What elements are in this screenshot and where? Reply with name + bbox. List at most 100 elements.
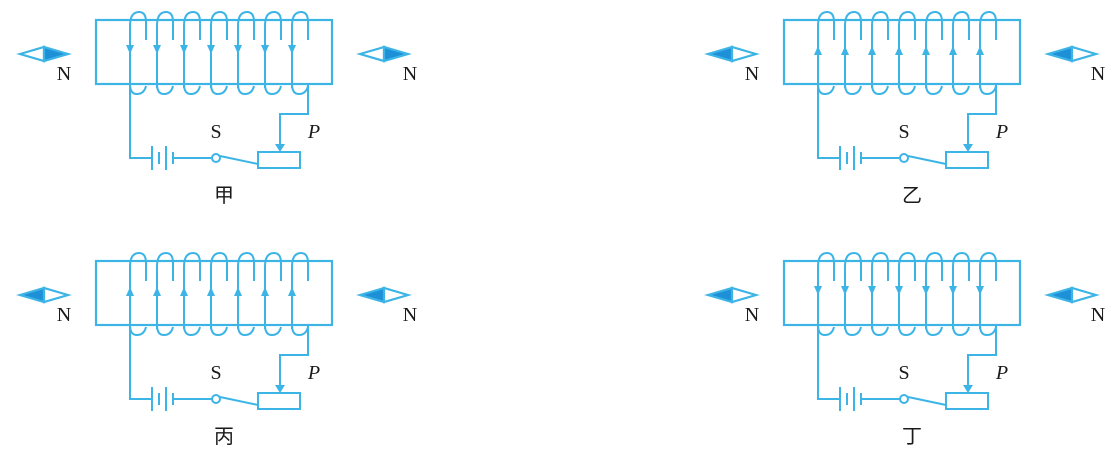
- compass-left-label: N: [57, 304, 71, 326]
- coil-turn: [237, 10, 255, 88]
- needle-left-half: [1044, 45, 1074, 63]
- coil-turn-bottom: [264, 324, 282, 337]
- current-arrow-icon: [895, 46, 903, 55]
- compass-left-label: N: [745, 304, 759, 326]
- compass-right-icon: [1044, 45, 1100, 63]
- coil-turn-bottom: [952, 324, 970, 337]
- coil-turn-bottom: [871, 324, 889, 337]
- coil-turn-bottom: [210, 83, 228, 96]
- coil-turn-bottom: [979, 83, 997, 96]
- coil-turn: [210, 10, 228, 88]
- current-arrow-icon: [895, 286, 903, 295]
- coil-turn-bottom: [871, 83, 889, 96]
- coil-turn: [871, 10, 889, 88]
- compass-right-label: N: [403, 304, 417, 326]
- coil-turn: [952, 251, 970, 329]
- current-arrow-icon: [814, 46, 822, 55]
- slider-arrow-icon: [963, 385, 973, 393]
- coil-turn-bottom: [156, 324, 174, 337]
- current-arrow-icon: [841, 46, 849, 55]
- coil-turn: [183, 251, 201, 329]
- needle-left-half: [356, 286, 386, 304]
- needle-right-half: [1070, 45, 1100, 63]
- current-arrow-icon: [261, 45, 269, 54]
- circuit: [817, 325, 997, 411]
- coil-turn: [898, 251, 916, 329]
- coil-turn: [817, 10, 835, 88]
- wire-left: [817, 329, 840, 400]
- coil-turn: [925, 251, 943, 329]
- current-arrow-icon: [234, 287, 242, 296]
- switch-blade: [219, 155, 259, 165]
- coil-turn-bottom: [898, 324, 916, 337]
- current-arrow-icon: [207, 45, 215, 54]
- switch-label: S: [898, 121, 909, 143]
- current-arrow-icon: [180, 45, 188, 54]
- coil-turn: [183, 10, 201, 88]
- coil-turn-bottom: [844, 324, 862, 337]
- current-arrow-icon: [814, 286, 822, 295]
- coil-turn-bottom: [129, 83, 147, 96]
- slider-arrow-icon: [275, 144, 285, 152]
- needle-left-half: [356, 45, 386, 63]
- current-arrow-icon: [126, 287, 134, 296]
- compass-right-label: N: [1091, 63, 1105, 85]
- coil-turn: [844, 251, 862, 329]
- switch-blade: [907, 396, 947, 406]
- coil-turn-bottom: [210, 324, 228, 337]
- coil-turn: [237, 251, 255, 329]
- slider-label: P: [995, 362, 1008, 384]
- coil-turn-bottom: [817, 324, 835, 337]
- compass-right-icon: [1044, 286, 1100, 304]
- coil-turn-bottom: [817, 83, 835, 96]
- rheostat-body: [945, 151, 989, 169]
- current-arrow-icon: [153, 287, 161, 296]
- needle-left-half: [16, 45, 46, 63]
- needle-right-half: [42, 45, 72, 63]
- coil-turn-bottom: [237, 83, 255, 96]
- coil-turn-bottom: [183, 324, 201, 337]
- iron-core: [782, 259, 1022, 327]
- needle-left-half: [16, 286, 46, 304]
- coil-turn: [952, 10, 970, 88]
- current-arrow-icon: [949, 286, 957, 295]
- current-arrow-icon: [261, 287, 269, 296]
- coil-turn-bottom: [129, 324, 147, 337]
- coil-winding: [814, 251, 997, 337]
- switch-label: S: [898, 362, 909, 384]
- coil-turn: [291, 10, 309, 88]
- coil-turn: [844, 10, 862, 88]
- current-arrow-icon: [153, 45, 161, 54]
- current-arrow-icon: [976, 46, 984, 55]
- current-arrow-icon: [234, 45, 242, 54]
- needle-right-half: [382, 286, 412, 304]
- figure-caption: 丁: [902, 424, 922, 448]
- needle-right-half: [730, 45, 760, 63]
- coil-turn-bottom: [156, 83, 174, 96]
- needle-left-half: [704, 45, 734, 63]
- coil-turn: [925, 10, 943, 88]
- current-arrow-icon: [868, 286, 876, 295]
- current-arrow-icon: [180, 287, 188, 296]
- current-arrow-icon: [288, 287, 296, 296]
- figure-caption: 乙: [902, 183, 922, 207]
- rheostat-body: [257, 151, 301, 169]
- wire-right: [967, 84, 997, 146]
- slider-arrow-icon: [963, 144, 973, 152]
- current-arrow-icon: [922, 286, 930, 295]
- rheostat-body: [945, 392, 989, 410]
- current-arrow-icon: [976, 286, 984, 295]
- coil-turn: [979, 10, 997, 88]
- compass-left-label: N: [57, 63, 71, 85]
- coil-turn: [898, 10, 916, 88]
- current-arrow-icon: [207, 287, 215, 296]
- coil-turn: [129, 251, 147, 329]
- coil-turn: [129, 10, 147, 88]
- coil-turn-bottom: [925, 324, 943, 337]
- figure-caption: 丙: [214, 424, 234, 448]
- compass-left-icon: [16, 45, 72, 63]
- needle-right-half: [42, 286, 72, 304]
- switch-terminal-icon: [899, 394, 909, 404]
